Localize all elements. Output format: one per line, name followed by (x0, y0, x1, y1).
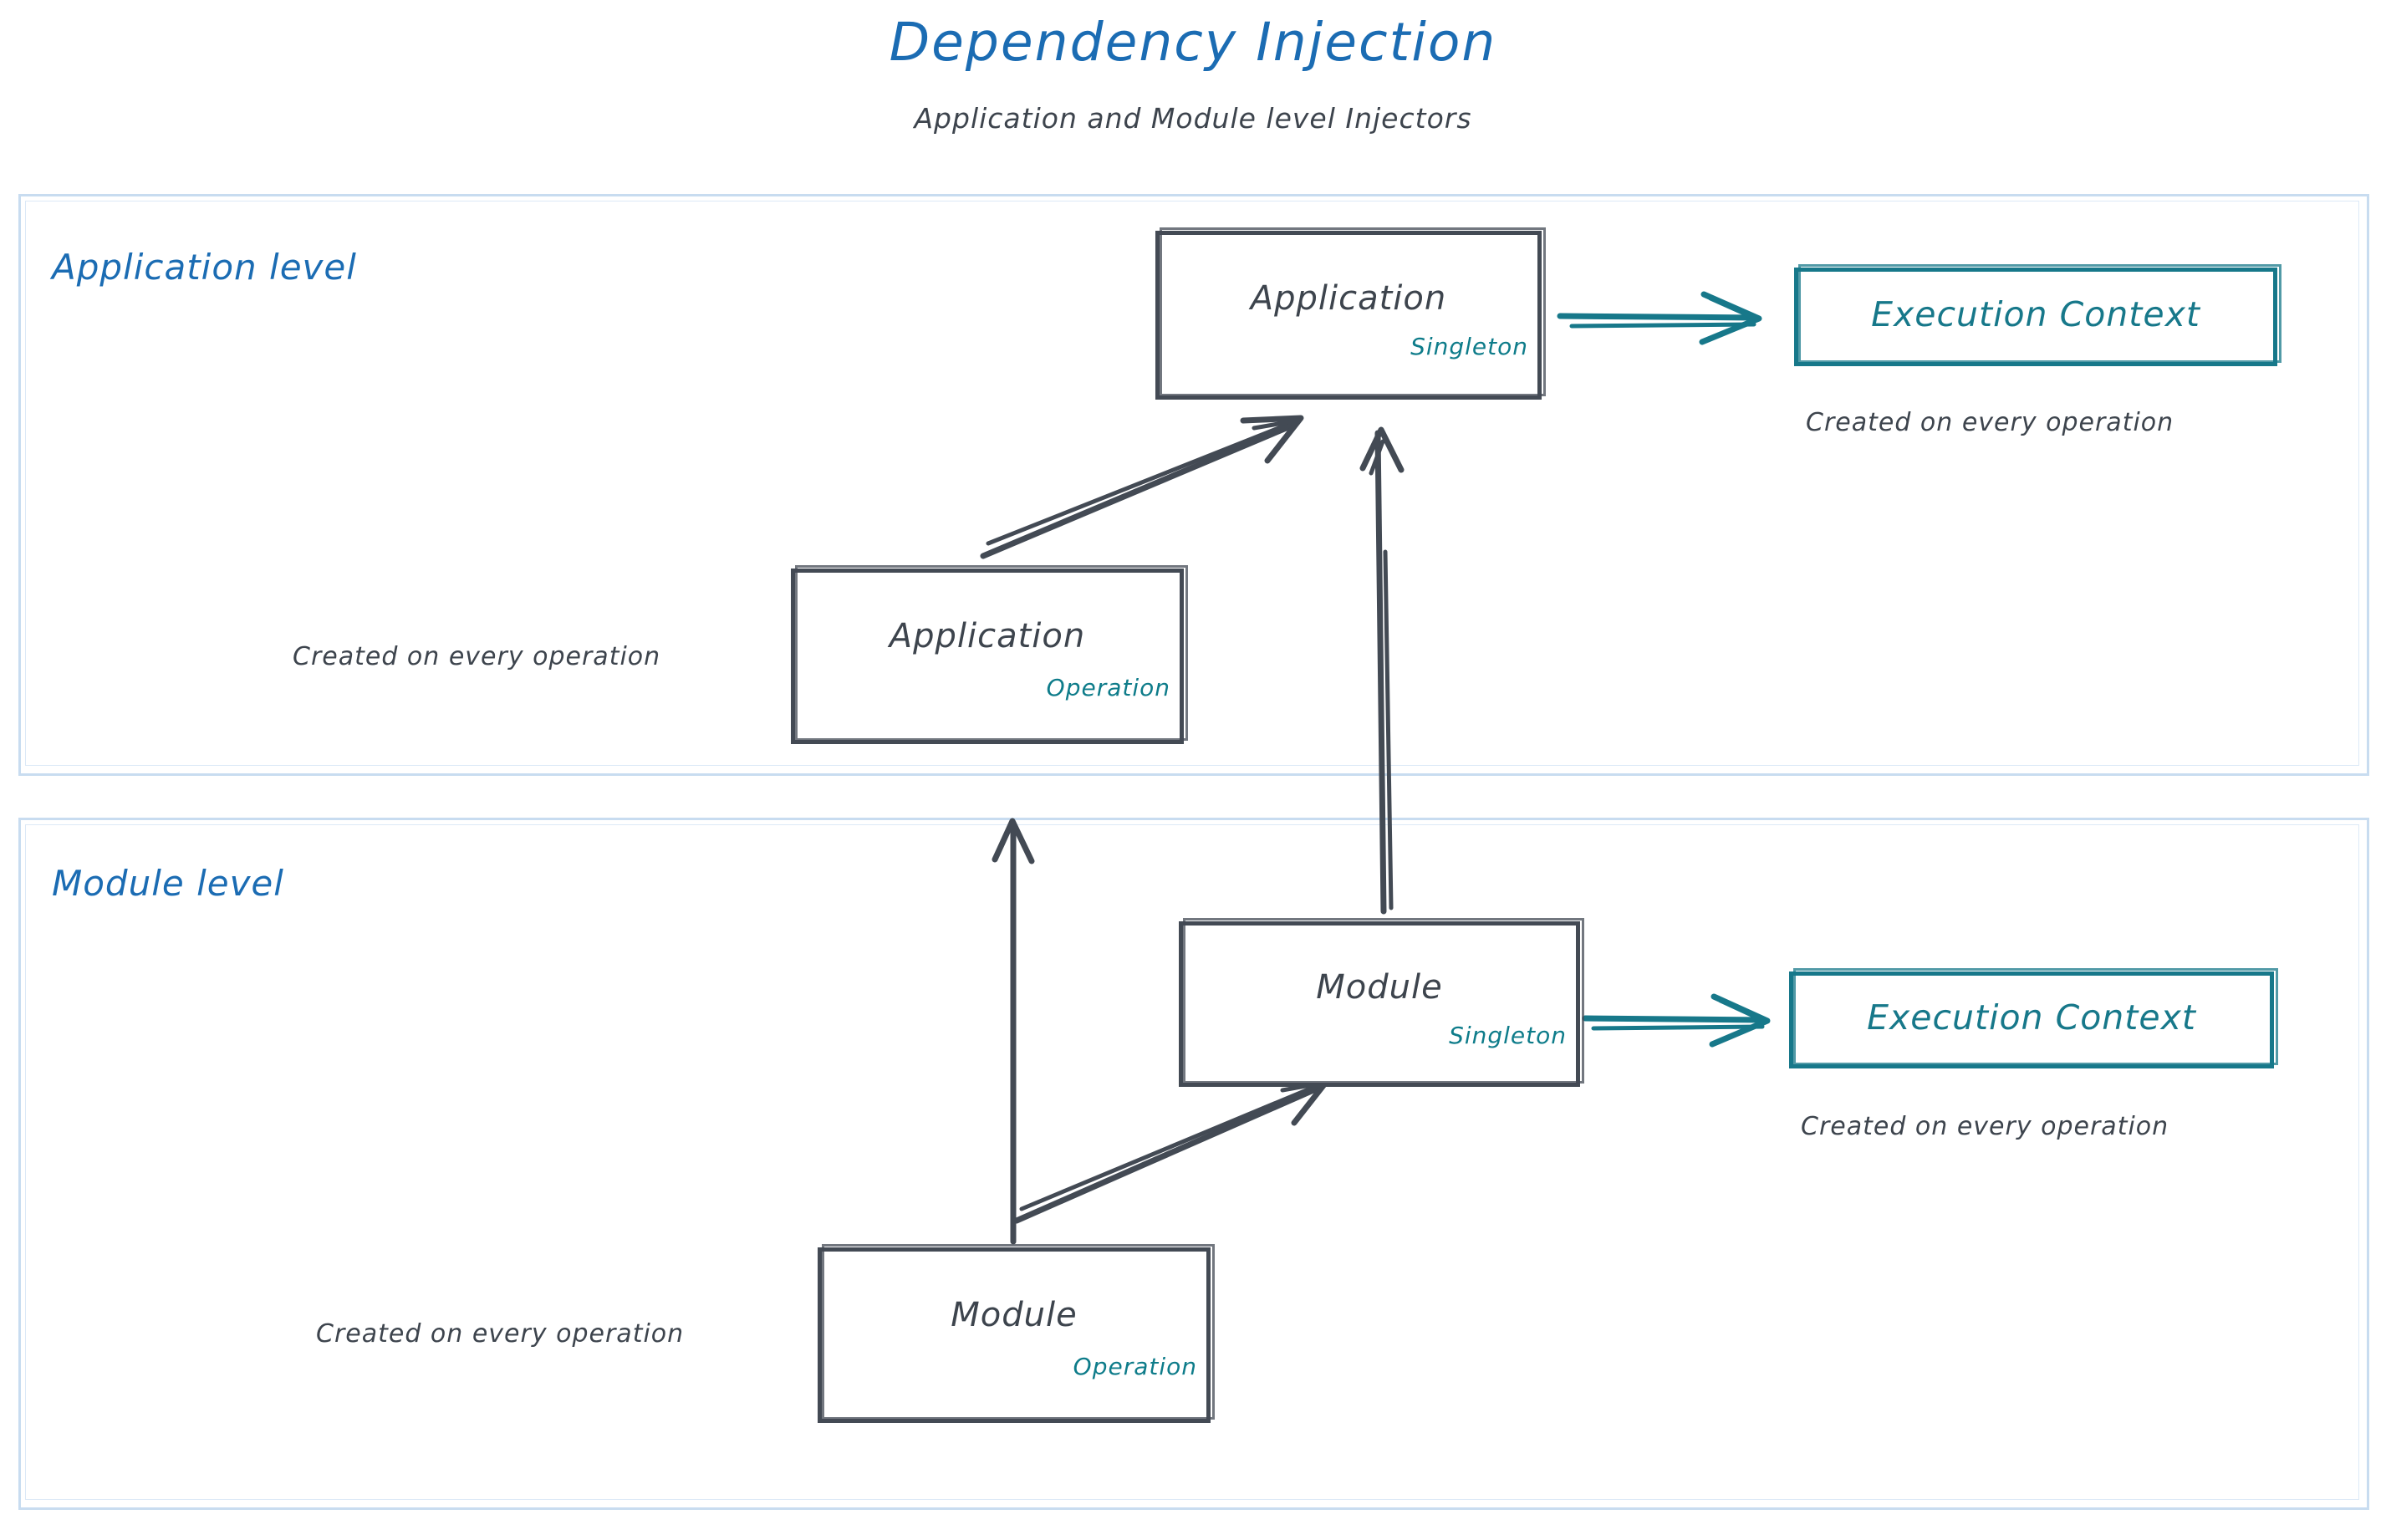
node-border-sketch (1183, 918, 1584, 1084)
node-border (1155, 231, 1542, 400)
panel-label-module-level: Module level (52, 863, 284, 904)
node-border-sketch (795, 565, 1188, 741)
node-module-singleton[interactable]: Module Singleton (1179, 918, 1584, 1087)
node-application-operation[interactable]: Application Operation (791, 565, 1188, 744)
caption-module-operation: Created on every operation (316, 1319, 685, 1349)
node-application-singleton[interactable]: Application Singleton (1155, 227, 1546, 400)
caption-module-execution-context: Created on every operation (1801, 1112, 2169, 1141)
node-border-sketch (1160, 227, 1546, 396)
node-title-application-execution-context: Execution Context (1871, 294, 2200, 334)
node-border (1794, 268, 2277, 366)
caption-application-execution-context: Created on every operation (1806, 408, 2174, 437)
node-border (818, 1247, 1211, 1423)
panel-label-application-level: Application level (52, 247, 357, 288)
panel-module-level (18, 818, 2369, 1510)
node-border-sketch (822, 1244, 1215, 1420)
node-module-execution-context[interactable]: Execution Context (1789, 968, 2278, 1068)
node-scope-module-operation: Operation (1073, 1353, 1197, 1380)
node-title-module-execution-context: Execution Context (1867, 997, 2196, 1038)
node-title-application-singleton: Application (1250, 279, 1447, 318)
node-border (1179, 921, 1580, 1087)
node-title-module-operation: Module (951, 1296, 1078, 1334)
page-subtitle: Application and Module level Injectors (914, 102, 1472, 135)
node-title-application-operation: Application (889, 617, 1086, 655)
node-border (1789, 971, 2274, 1068)
node-title-module-singleton: Module (1316, 968, 1443, 1007)
node-application-execution-context[interactable]: Execution Context (1794, 264, 2281, 366)
node-scope-module-singleton: Singleton (1449, 1022, 1567, 1049)
caption-application-operation: Created on every operation (293, 642, 661, 671)
node-scope-application-operation: Operation (1046, 674, 1170, 701)
node-border (791, 569, 1184, 744)
node-scope-application-singleton: Singleton (1410, 333, 1528, 360)
panel-application-level (18, 194, 2369, 776)
page-title: Dependency Injection (889, 12, 1497, 73)
node-border-sketch (1798, 264, 2281, 363)
node-border-sketch (1793, 968, 2278, 1065)
node-module-operation[interactable]: Module Operation (818, 1244, 1215, 1423)
